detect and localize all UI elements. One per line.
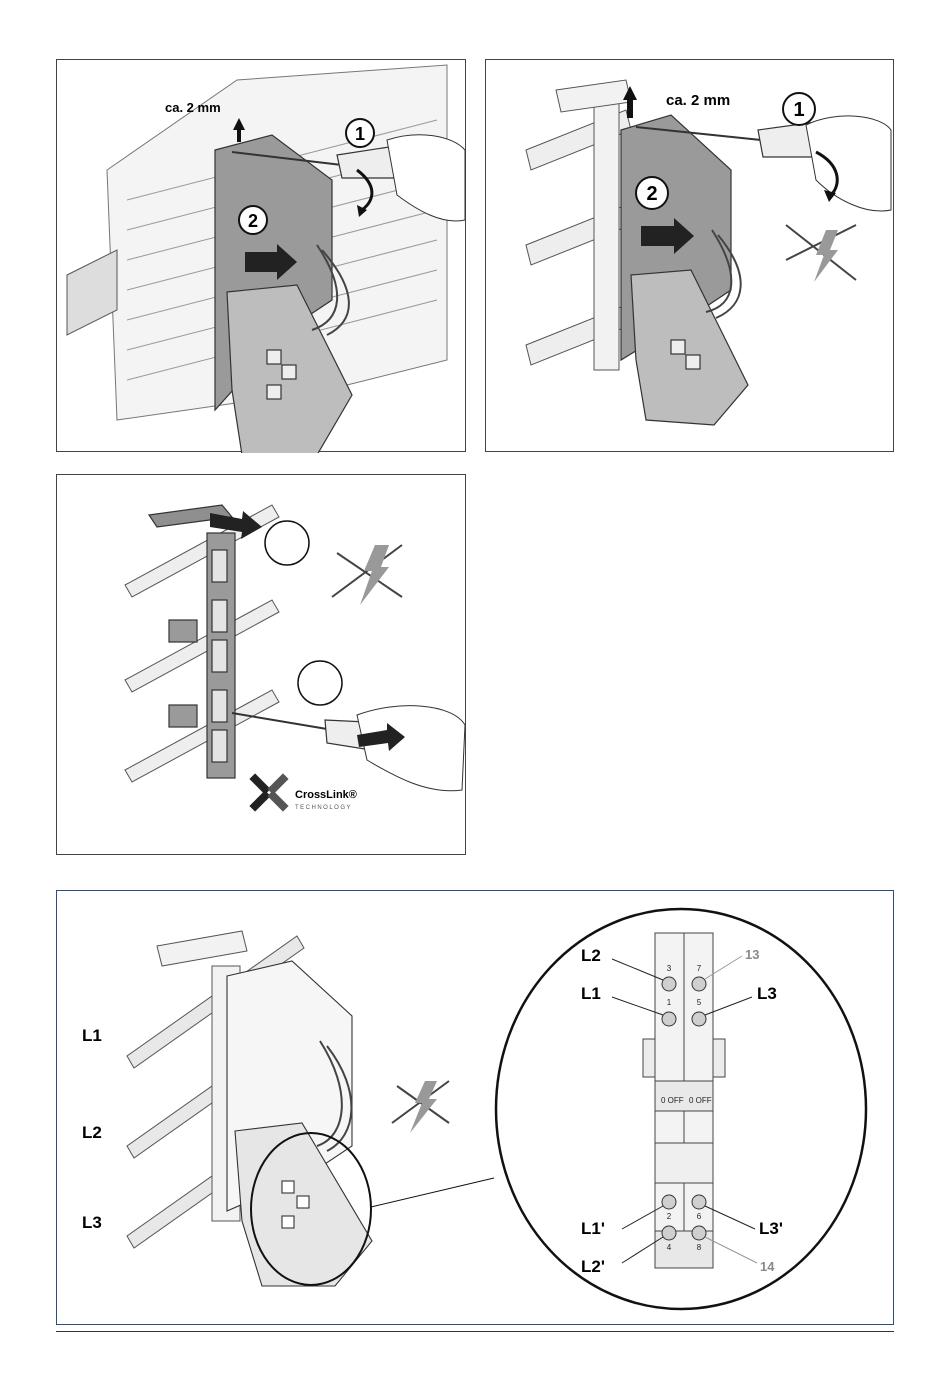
- no-voltage-warning-icon: [392, 1081, 449, 1133]
- screw-number-4: 4: [667, 1243, 672, 1252]
- step2-badge: [298, 661, 342, 705]
- footer-rule: [56, 1331, 894, 1332]
- no-voltage-warning-icon: [332, 545, 402, 605]
- busbar-label-l2: L2: [82, 1123, 102, 1142]
- step-panel-remove-release-2: 1 2 ca. 2 mm: [485, 59, 894, 452]
- crosslink-logo: [249, 773, 288, 811]
- motor-starter-device: [215, 135, 352, 453]
- busbar-label-l1: L1: [82, 1026, 102, 1045]
- screw-number-1: 1: [667, 998, 672, 1007]
- panel2-illustration: 1 2 ca. 2 mm: [486, 60, 895, 453]
- busbars: [125, 505, 279, 782]
- panel4-illustration: 3 7 1 5 2 6 4 8 0 OFF 0 OFF L1 L2 L3 L2 …: [57, 891, 895, 1326]
- step2-number: 2: [248, 211, 258, 231]
- terminal-label-l3: L3: [757, 984, 777, 1003]
- screw-number-2: 2: [667, 1212, 672, 1221]
- switch-label-right: 0 OFF: [689, 1096, 712, 1105]
- wiring-diagram-panel: 3 7 1 5 2 6 4 8 0 OFF 0 OFF L1 L2 L3 L2 …: [56, 890, 894, 1325]
- terminal-block: [643, 933, 725, 1268]
- motor-starter-device: [621, 115, 748, 425]
- screw-number-7: 7: [697, 964, 702, 973]
- step-panel-remove-release-1: 1 2 ca. 2 mm: [56, 59, 466, 452]
- terminal-label-l1-prime: L1': [581, 1219, 605, 1238]
- screw-number-3: 3: [667, 964, 672, 973]
- switch-label-left: 0 OFF: [661, 1096, 684, 1105]
- screw-number-6: 6: [697, 1212, 702, 1221]
- step2-number: 2: [646, 183, 657, 205]
- terminal-label-l2-prime: L2': [581, 1257, 605, 1276]
- terminal-label-l1: L1: [581, 984, 601, 1003]
- panel1-illustration: 1 2 ca. 2 mm: [57, 60, 467, 453]
- gap-label: ca. 2 mm: [165, 100, 221, 115]
- step1-number: 1: [355, 124, 365, 144]
- step-panel-crosslink-adapter: CrossLink® TECHNOLOGY: [56, 474, 466, 855]
- logo-sub: TECHNOLOGY: [295, 805, 352, 811]
- terminal-label-l2: L2: [581, 946, 601, 965]
- no-voltage-warning-icon: [786, 225, 856, 282]
- hand-illustration: [806, 116, 891, 211]
- terminal-label-14: 14: [760, 1259, 775, 1274]
- logo-name: CrossLink®: [295, 789, 357, 801]
- terminal-label-13: 13: [745, 947, 759, 962]
- step1-badge: [265, 521, 309, 565]
- din-rail: [67, 250, 117, 335]
- panel3-illustration: CrossLink® TECHNOLOGY: [57, 475, 467, 856]
- busbar-label-l3: L3: [82, 1213, 102, 1232]
- screw-number-8: 8: [697, 1243, 702, 1252]
- gap-label: ca. 2 mm: [666, 92, 730, 109]
- callout-leader: [371, 1178, 494, 1207]
- hand-illustration: [357, 706, 465, 791]
- terminal-label-l3-prime: L3': [759, 1219, 783, 1238]
- step1-number: 1: [793, 99, 804, 121]
- screw-number-5: 5: [697, 998, 702, 1007]
